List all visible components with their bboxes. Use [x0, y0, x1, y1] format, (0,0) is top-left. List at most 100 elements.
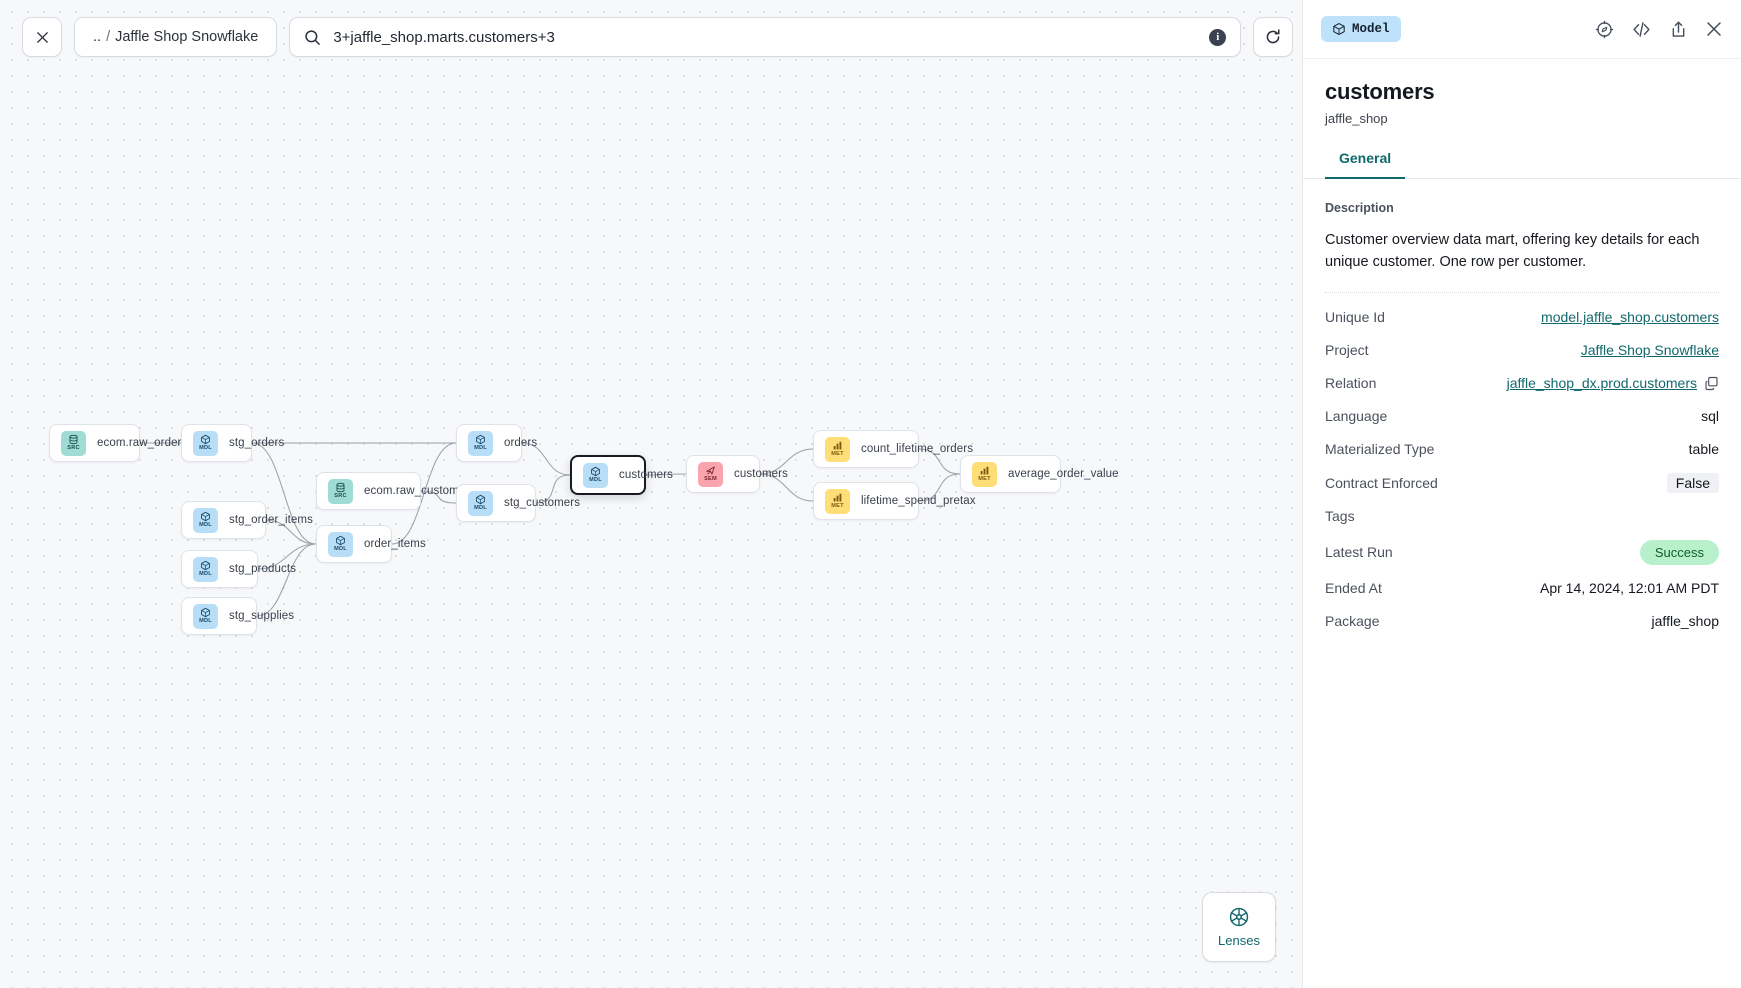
breadcrumb-project: Jaffle Shop Snowflake: [115, 29, 259, 45]
cube-icon: MDL: [468, 490, 493, 516]
property-key: Package: [1325, 613, 1380, 630]
search-icon: [305, 29, 321, 45]
refresh-button[interactable]: [1253, 17, 1294, 57]
property-value: table: [1688, 441, 1719, 458]
property-key: Contract Enforced: [1325, 474, 1438, 491]
close-lineage-button[interactable]: [22, 17, 62, 57]
close-icon: [36, 31, 48, 43]
property-key: Language: [1325, 408, 1388, 425]
property-value[interactable]: jaffle_shop_dx.prod.customers: [1507, 375, 1719, 391]
property-link[interactable]: model.jaffle_shop.customers: [1541, 309, 1719, 326]
breadcrumb-parent: ..: [93, 29, 102, 45]
graph-node-orders[interactable]: MDL orders: [456, 424, 537, 462]
property-row: Latest Run Success: [1325, 533, 1719, 572]
page-title: customers: [1325, 79, 1435, 104]
graph-node-stg_supplies[interactable]: MDL stg_supplies: [181, 597, 294, 635]
graph-node-label: stg_supplies: [229, 610, 295, 622]
canvas-toolbar: .. / Jaffle Shop Snowflake i: [22, 17, 1294, 57]
graph-node-label: stg_products: [229, 563, 297, 575]
graph-node-ecom_raw_customers[interactable]: SRC ecom.raw_customers: [316, 472, 475, 510]
cube-icon: [1333, 23, 1345, 35]
graph-node-label: order_items: [364, 538, 426, 550]
graph-node-stg_customers[interactable]: MDL stg_customers: [456, 484, 580, 522]
aperture-icon: [1229, 907, 1249, 927]
property-value[interactable]: model.jaffle_shop.customers: [1541, 309, 1719, 325]
lenses-label: Lenses: [1218, 933, 1260, 948]
share-icon[interactable]: [1669, 20, 1688, 39]
breadcrumb-separator: /: [106, 29, 111, 45]
code-icon[interactable]: [1631, 19, 1652, 40]
property-row: Relation jaffle_shop_dx.prod.customers: [1325, 367, 1719, 400]
copy-icon[interactable]: [1704, 376, 1719, 391]
panel-toolbar: Model: [1303, 0, 1741, 59]
property-row: Language sql: [1325, 400, 1719, 433]
property-key: Unique Id: [1325, 309, 1385, 326]
compass-icon[interactable]: [1595, 20, 1614, 39]
property-value: sql: [1701, 408, 1719, 425]
graph-node-label: stg_customers: [504, 497, 581, 509]
property-row: Tags: [1325, 500, 1719, 533]
info-icon[interactable]: i: [1209, 28, 1227, 46]
property-key: Relation: [1325, 375, 1377, 392]
property-row: Unique Id model.jaffle_shop.customers: [1325, 301, 1719, 334]
property-link[interactable]: jaffle_shop_dx.prod.customers: [1506, 375, 1697, 392]
graph-node-ecom_raw_orders[interactable]: SRC ecom.raw_orders: [49, 424, 187, 462]
panel-action-icons: [1595, 19, 1723, 40]
property-key: Latest Run: [1325, 544, 1393, 561]
cube-icon: MDL: [468, 430, 493, 456]
description-label: Description: [1325, 201, 1394, 215]
graph-node-label: customers: [734, 468, 788, 480]
property-row: Ended At Apr 14, 2024, 12:01 AM PDT: [1325, 572, 1719, 605]
tab-general[interactable]: General: [1325, 150, 1406, 179]
panel-tabs: General: [1303, 150, 1741, 179]
graph-node-label: average_order_value: [1008, 468, 1119, 480]
database-icon: SRC: [61, 430, 86, 456]
graph-node-order_items[interactable]: MDL order_items: [316, 525, 426, 563]
graph-node-label: ecom.raw_orders: [97, 437, 188, 449]
graph-node-label: lifetime_spend_pretax: [861, 495, 976, 507]
property-link[interactable]: Jaffle Shop Snowflake: [1580, 342, 1719, 359]
graph-node-label: orders: [504, 437, 538, 449]
search-input[interactable]: [333, 28, 1198, 46]
close-panel-icon[interactable]: [1705, 20, 1723, 38]
description-text: Customer overview data mart, offering ke…: [1325, 229, 1719, 293]
graph-edges: [140, 442, 961, 617]
search-box[interactable]: i: [289, 17, 1242, 57]
database-icon: SRC: [328, 478, 353, 504]
graph-node-label: ecom.raw_customers: [364, 485, 476, 497]
graph-node-label: count_lifetime_orders: [861, 443, 974, 455]
panel-header: customers jaffle_shop: [1303, 59, 1741, 126]
graph-node-label: customers: [619, 469, 673, 481]
cube-icon: MDL: [328, 531, 353, 557]
graph-node-stg_products[interactable]: MDL stg_products: [181, 550, 296, 588]
property-value[interactable]: Jaffle Shop Snowflake: [1581, 342, 1719, 358]
cube-icon: MDL: [193, 507, 218, 533]
cube-icon: MDL: [193, 556, 218, 582]
cube-icon: MDL: [193, 603, 218, 629]
status-badge: Success: [1639, 539, 1719, 565]
graph-node-label: stg_order_items: [229, 514, 313, 526]
graph-node-label: stg_orders: [229, 437, 285, 449]
lenses-button[interactable]: Lenses: [1202, 892, 1276, 962]
breadcrumb[interactable]: .. / Jaffle Shop Snowflake: [74, 17, 278, 57]
refresh-icon: [1266, 29, 1280, 44]
property-value: Apr 14, 2024, 12:01 AM PDT: [1540, 580, 1719, 597]
property-key: Ended At: [1325, 580, 1382, 597]
node-type-chip: Model: [1321, 16, 1401, 42]
graph-node-stg_order_items[interactable]: MDL stg_order_items: [181, 501, 313, 539]
page-subtitle: jaffle_shop: [1325, 111, 1388, 126]
